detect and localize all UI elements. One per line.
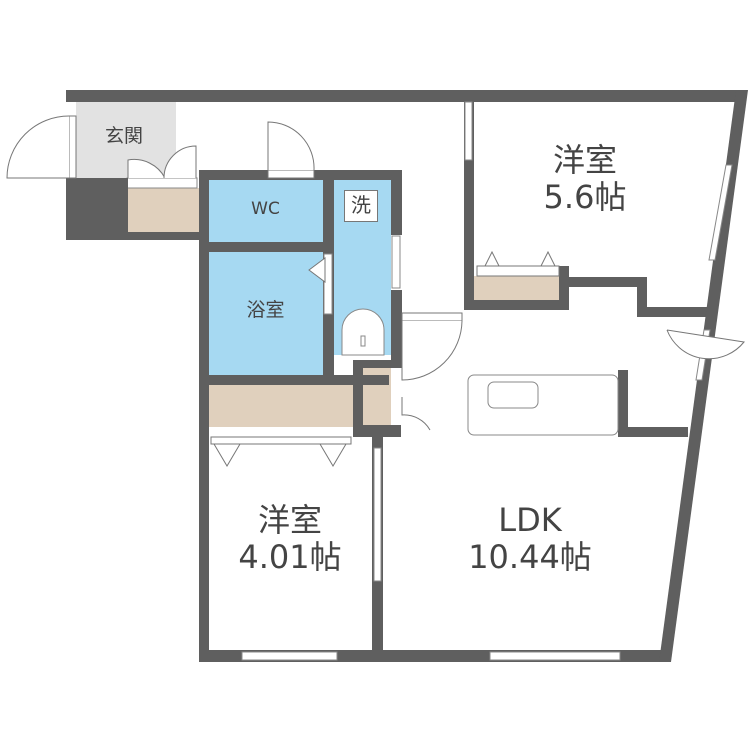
washroom-label: 洗 — [344, 190, 378, 222]
western-room-2-name: 洋室 — [257, 501, 322, 539]
kitchen-sink — [487, 381, 539, 409]
western-room-2-label: 洋室 4.01帖 — [210, 502, 370, 576]
storage-closet — [208, 385, 353, 427]
western-room-2-size: 4.01帖 — [238, 537, 342, 576]
ldk-name: LDK — [498, 501, 562, 539]
entrance-label: 玄関 — [104, 125, 143, 147]
entrance-floor — [76, 100, 176, 178]
wash-basin — [341, 308, 385, 356]
western-room-1-name: 洋室 — [552, 141, 617, 179]
ldk-size: 10.44帖 — [468, 537, 592, 576]
western-room-1-size: 5.6帖 — [543, 177, 627, 216]
ldk-label: LDK 10.44帖 — [430, 502, 630, 576]
wc-area — [208, 180, 323, 242]
bathroom-area — [208, 252, 323, 375]
wc-label: WC — [251, 199, 280, 219]
western-room-1-label: 洋室 5.6帖 — [510, 142, 660, 216]
right-wall — [659, 90, 748, 662]
bathroom-label: 浴室 — [246, 299, 285, 321]
shoe-closet — [127, 188, 200, 232]
